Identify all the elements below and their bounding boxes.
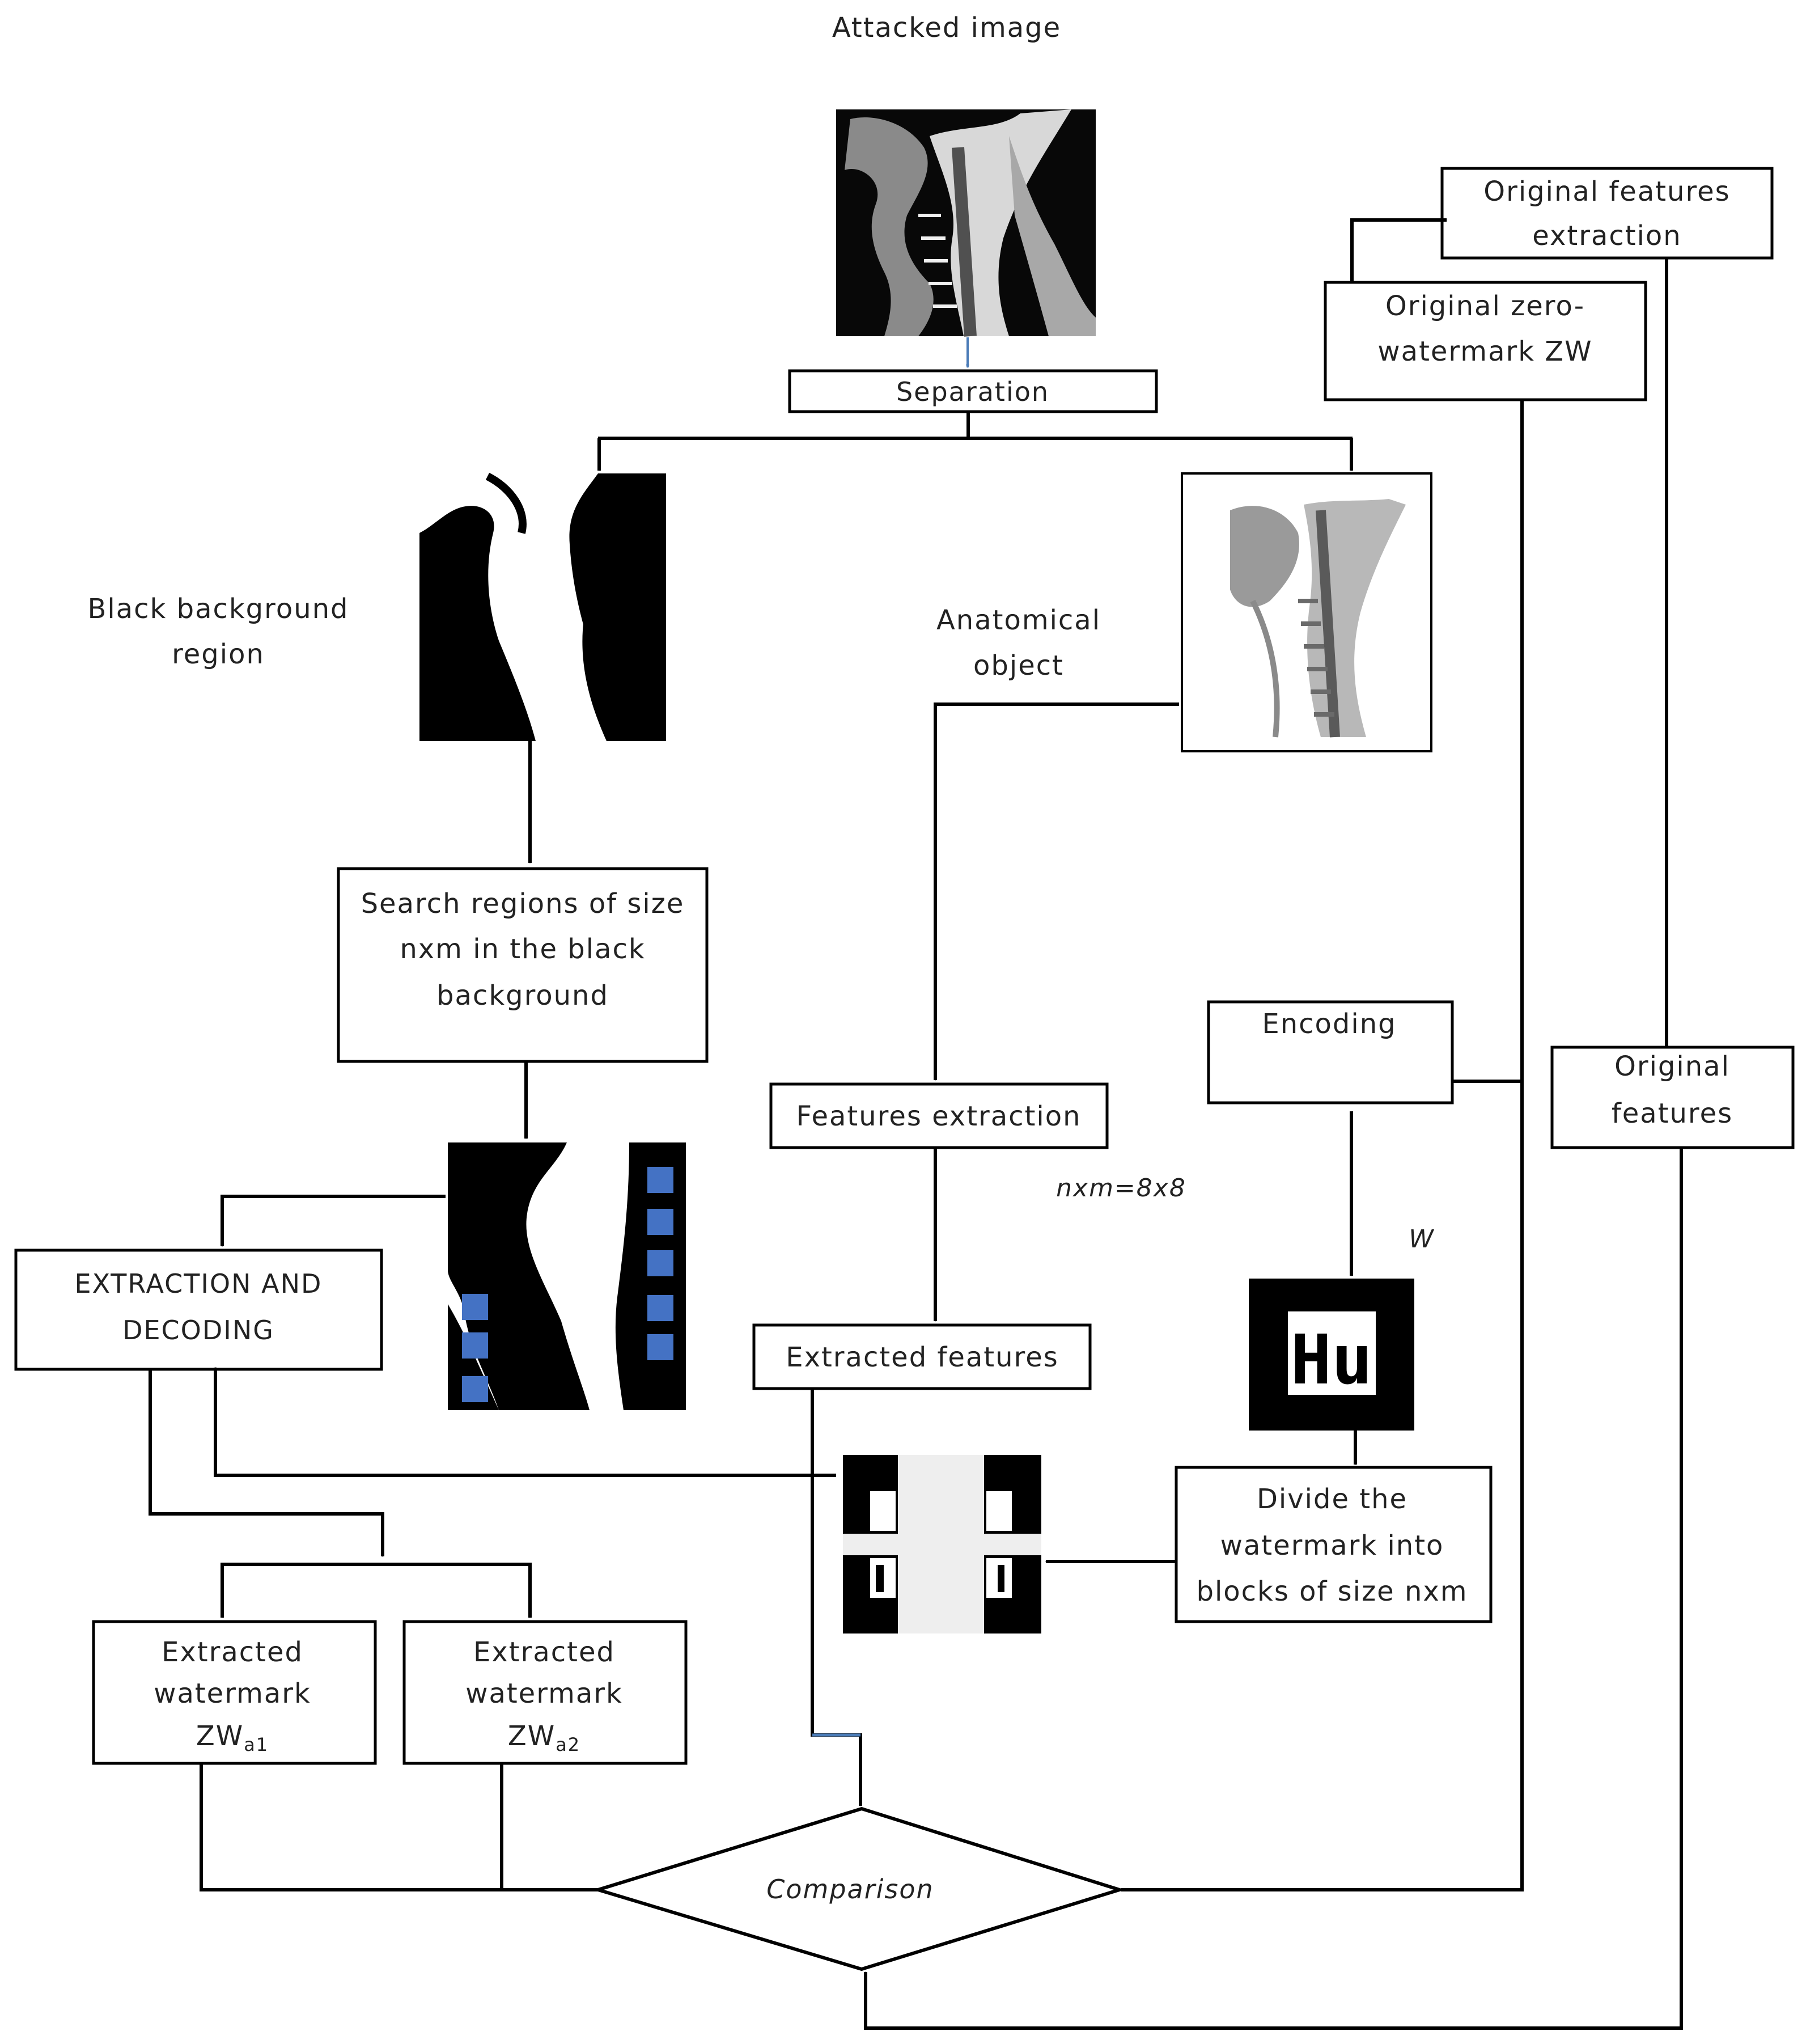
watermark-image: Hu [1249,1279,1414,1431]
extracted-watermark-2-box [402,1620,688,1765]
features-extraction-label: Features extraction [796,1101,1081,1132]
orig-features-extraction-line2: extraction [1532,220,1681,252]
divide-line2: watermark into [1220,1530,1444,1561]
embedding-blocks [462,1167,673,1402]
extracted-wm2-line3: ZWa2 [508,1720,580,1755]
nxm-note: nxm=8x8 [1056,1174,1186,1203]
orig-features-extraction-line1: Original features [1483,176,1730,208]
black-region-with-blocks-image [448,1142,686,1410]
original-features-extraction-box [1440,167,1774,260]
extracted-wm2-line2: watermark [465,1678,623,1709]
black-region-label-line1: Black background [87,593,349,625]
divide-line3: blocks of size nxm [1196,1576,1468,1607]
anatomical-object-image [1181,472,1432,752]
extraction-decoding-line2: DECODING [122,1315,274,1345]
encoding-label: Encoding [1262,1008,1396,1040]
extracted-wm1-line3: ZWa1 [196,1720,269,1755]
black-region-label-line2: region [172,638,265,670]
diagram-title: Attacked image [832,12,1061,44]
comparison-label: Comparison [766,1874,934,1905]
separation-label: Separation [896,376,1049,407]
svg-text:Hu: Hu [1291,1321,1373,1400]
extracted-wm2-line1: Extracted [473,1636,615,1668]
anatomical-label-line2: object [973,650,1064,682]
original-features-line1: Original [1614,1051,1730,1082]
orig-zero-watermark-line1: Original zero- [1385,290,1585,322]
w-label: W [1409,1225,1435,1254]
extraction-decoding-box [14,1249,383,1371]
extraction-decoding-line1: EXTRACTION AND [75,1268,323,1299]
anatomical-label-line1: Anatomical [936,604,1101,636]
features-extraction-box [769,1082,1109,1149]
extracted-features-box [752,1323,1092,1390]
extracted-wm1-line2: watermark [154,1678,311,1709]
extracted-features-label: Extracted features [786,1341,1058,1373]
divide-watermark-box [1175,1466,1493,1623]
original-zero-watermark-box [1324,281,1647,401]
encoding-box [1207,1000,1454,1104]
orig-zero-watermark-line2: watermark ZW [1377,336,1592,367]
divide-line1: Divide the [1257,1483,1408,1515]
attacked-mri-image [836,109,1096,337]
search-label-line3: background [436,980,609,1012]
original-features-line2: features [1612,1098,1733,1129]
comparison-diamond [592,1806,1126,1971]
connectors [149,218,1683,2030]
extracted-wm1-line1: Extracted [162,1636,303,1668]
original-features-box [1550,1046,1795,1149]
separation-box [788,369,1158,413]
search-label-line1: Search regions of size [361,888,685,920]
watermark-blocks-image [843,1455,1041,1633]
search-regions-box [337,867,709,1063]
black-background-region-image [419,472,666,741]
search-label-line2: nxm in the black [400,933,645,965]
extracted-watermark-1-box [92,1620,377,1765]
